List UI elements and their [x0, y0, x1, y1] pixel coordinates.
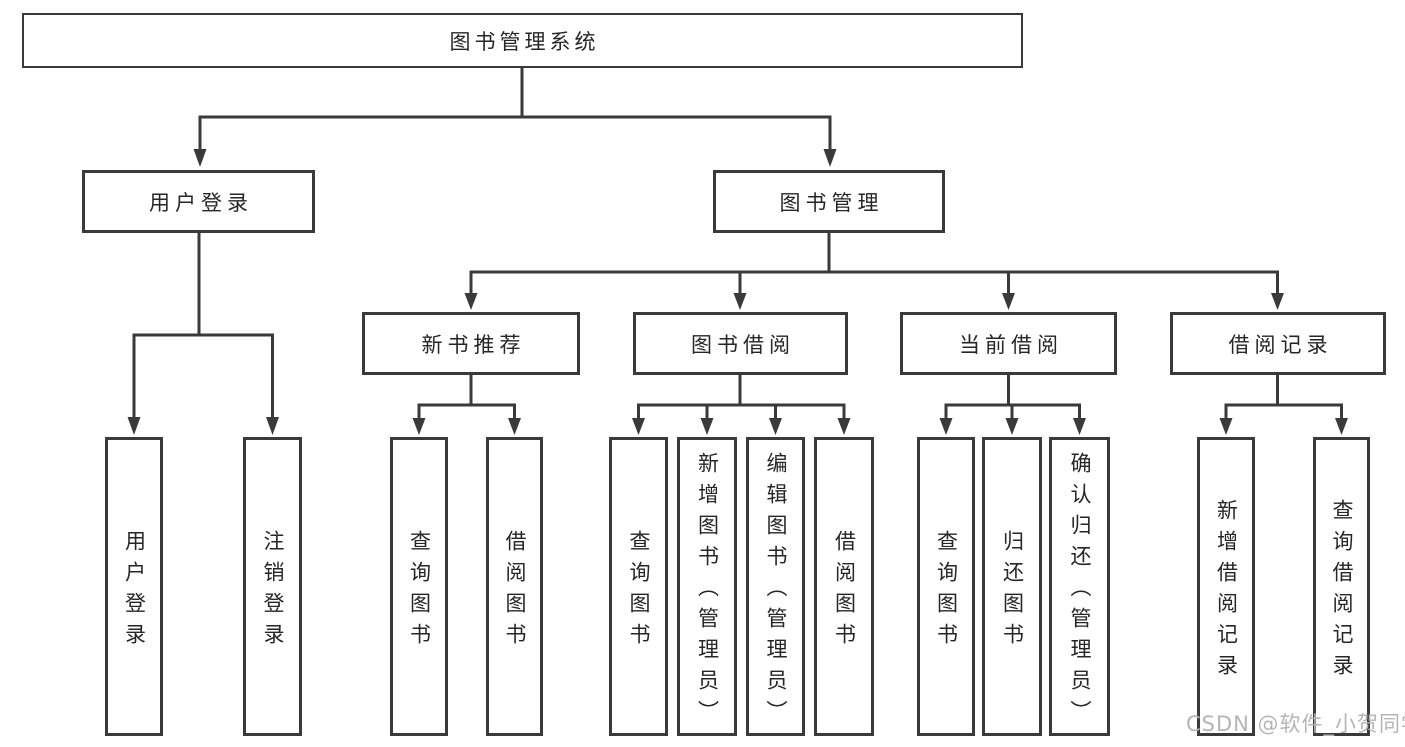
node-book-borrow-label: 图书借阅	[691, 332, 795, 357]
leaf-borrow-books-recommend: 借阅图书	[486, 437, 543, 736]
leaf-add-books-admin: 新增图书（管理员）	[677, 437, 737, 736]
node-user-login: 用户登录	[82, 170, 315, 233]
leaf-logout-login: 注销登录	[243, 437, 302, 736]
leaf-query-books-recommend: 查询图书	[390, 437, 448, 736]
node-current-borrow: 当前借阅	[900, 312, 1117, 375]
node-book-management-label: 图书管理	[779, 190, 884, 215]
node-current-borrow-label: 当前借阅	[959, 332, 1063, 357]
node-book-borrow: 图书借阅	[633, 312, 848, 375]
leaf-return-books: 归还图书	[982, 437, 1042, 736]
node-new-book-recommend: 新书推荐	[362, 312, 580, 375]
csdn-watermark: CSDN @软件_小贺同学	[1186, 712, 1405, 736]
node-user-login-label: 用户登录	[149, 190, 253, 215]
leaf-borrow-books-borrow: 借阅图书	[814, 437, 874, 736]
node-borrow-records-label: 借阅记录	[1228, 332, 1333, 357]
node-book-management: 图书管理	[713, 170, 945, 233]
leaf-user-login: 用户登录	[105, 437, 163, 736]
leaf-query-books-borrow: 查询图书	[609, 437, 668, 736]
leaf-add-borrow-record: 新增借阅记录	[1197, 437, 1255, 736]
node-library-system: 图书管理系统	[22, 13, 1023, 68]
node-library-system-label: 图书管理系统	[449, 29, 600, 54]
arrowheads	[127, 149, 1348, 435]
leaf-confirm-return-admin: 确认归还（管理员）	[1049, 437, 1110, 736]
leaf-query-books-current: 查询图书	[917, 437, 975, 736]
leaf-query-borrow-record: 查询借阅记录	[1313, 437, 1370, 736]
node-new-book-recommend-label: 新书推荐	[421, 332, 526, 357]
leaf-edit-books-admin: 编辑图书（管理员）	[746, 437, 805, 736]
node-borrow-records: 借阅记录	[1170, 312, 1386, 375]
